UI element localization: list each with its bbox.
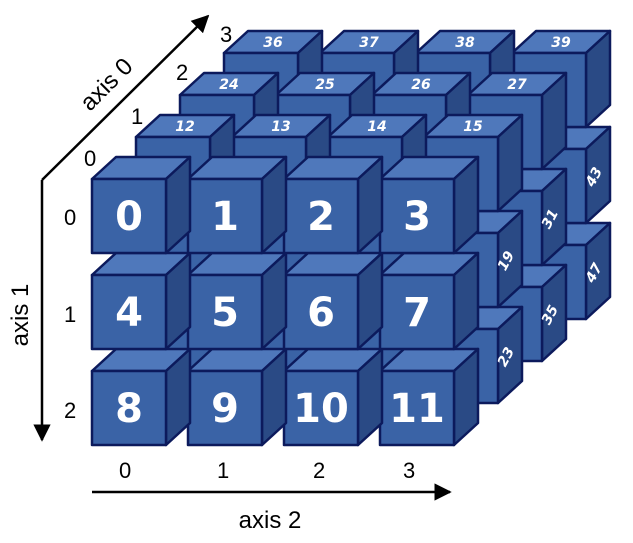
cube-cell: 7 bbox=[378, 251, 480, 351]
cube-cell: 0 bbox=[90, 155, 192, 255]
cube-label: 14 bbox=[367, 119, 386, 135]
cube-label: 25 bbox=[315, 77, 335, 93]
axis0-tick-2: 2 bbox=[176, 60, 188, 85]
cube-label: 39 bbox=[551, 35, 571, 51]
cube-label: 2 bbox=[307, 194, 335, 240]
cube-cell: 9 bbox=[186, 347, 288, 447]
cube-label: 3 bbox=[403, 194, 431, 240]
cube-label: 12 bbox=[175, 119, 194, 135]
cube-label: 7 bbox=[403, 290, 431, 336]
axis2-tick-1: 1 bbox=[217, 458, 229, 483]
axis0-tick-0: 0 bbox=[84, 146, 96, 171]
cube-label: 0 bbox=[115, 194, 143, 240]
cube-front-face bbox=[90, 177, 168, 255]
cubes-layer: 4743393837363531272625242319151413121110… bbox=[90, 29, 612, 447]
cube-cell: 10 bbox=[282, 347, 384, 447]
axis2-tick-0: 0 bbox=[119, 458, 131, 483]
cube-cell: 8 bbox=[90, 347, 192, 447]
cube-label: 4 bbox=[115, 290, 143, 336]
axis2-label: axis 2 bbox=[239, 507, 302, 534]
cube-label: 1 bbox=[211, 194, 239, 240]
cube-label: 10 bbox=[293, 386, 349, 432]
cube-label: 13 bbox=[271, 119, 290, 135]
cube-front-face bbox=[90, 369, 168, 447]
axis0-tick-1: 1 bbox=[131, 104, 143, 129]
cube-cell: 5 bbox=[186, 251, 288, 351]
axis0-label: axis 0 bbox=[75, 53, 138, 116]
cube-label: 11 bbox=[389, 386, 445, 432]
axis0-tick-3: 3 bbox=[220, 22, 232, 47]
axis2-tick-2: 2 bbox=[313, 458, 325, 483]
cube-label: 8 bbox=[115, 386, 143, 432]
cube-label: 24 bbox=[219, 77, 238, 93]
cube-label: 5 bbox=[211, 290, 239, 336]
cube-front-face bbox=[90, 273, 168, 351]
axis1-tick-2: 2 bbox=[64, 398, 76, 423]
axis2-tick-3: 3 bbox=[403, 458, 415, 483]
cube-cell: 4 bbox=[90, 251, 192, 351]
cube-label: 15 bbox=[463, 119, 483, 135]
axis1-tick-1: 1 bbox=[64, 302, 76, 327]
cube-label: 9 bbox=[211, 386, 239, 432]
cube-cell: 6 bbox=[282, 251, 384, 351]
cube-cell: 2 bbox=[282, 155, 384, 255]
axis0-arrow bbox=[41, 14, 210, 181]
cube-label: 6 bbox=[307, 290, 335, 336]
cube-label: 37 bbox=[359, 35, 379, 51]
axis1-label: axis 1 bbox=[7, 284, 34, 347]
cube-cell: 11 bbox=[378, 347, 480, 447]
axis1-tick-0: 0 bbox=[64, 205, 76, 230]
cube-cell: 3 bbox=[378, 155, 480, 255]
cube-label: 27 bbox=[507, 77, 527, 93]
cube-label: 36 bbox=[263, 35, 283, 51]
cube-cell: 1 bbox=[186, 155, 288, 255]
cube-label: 26 bbox=[411, 77, 431, 93]
cube-label: 38 bbox=[455, 35, 475, 51]
